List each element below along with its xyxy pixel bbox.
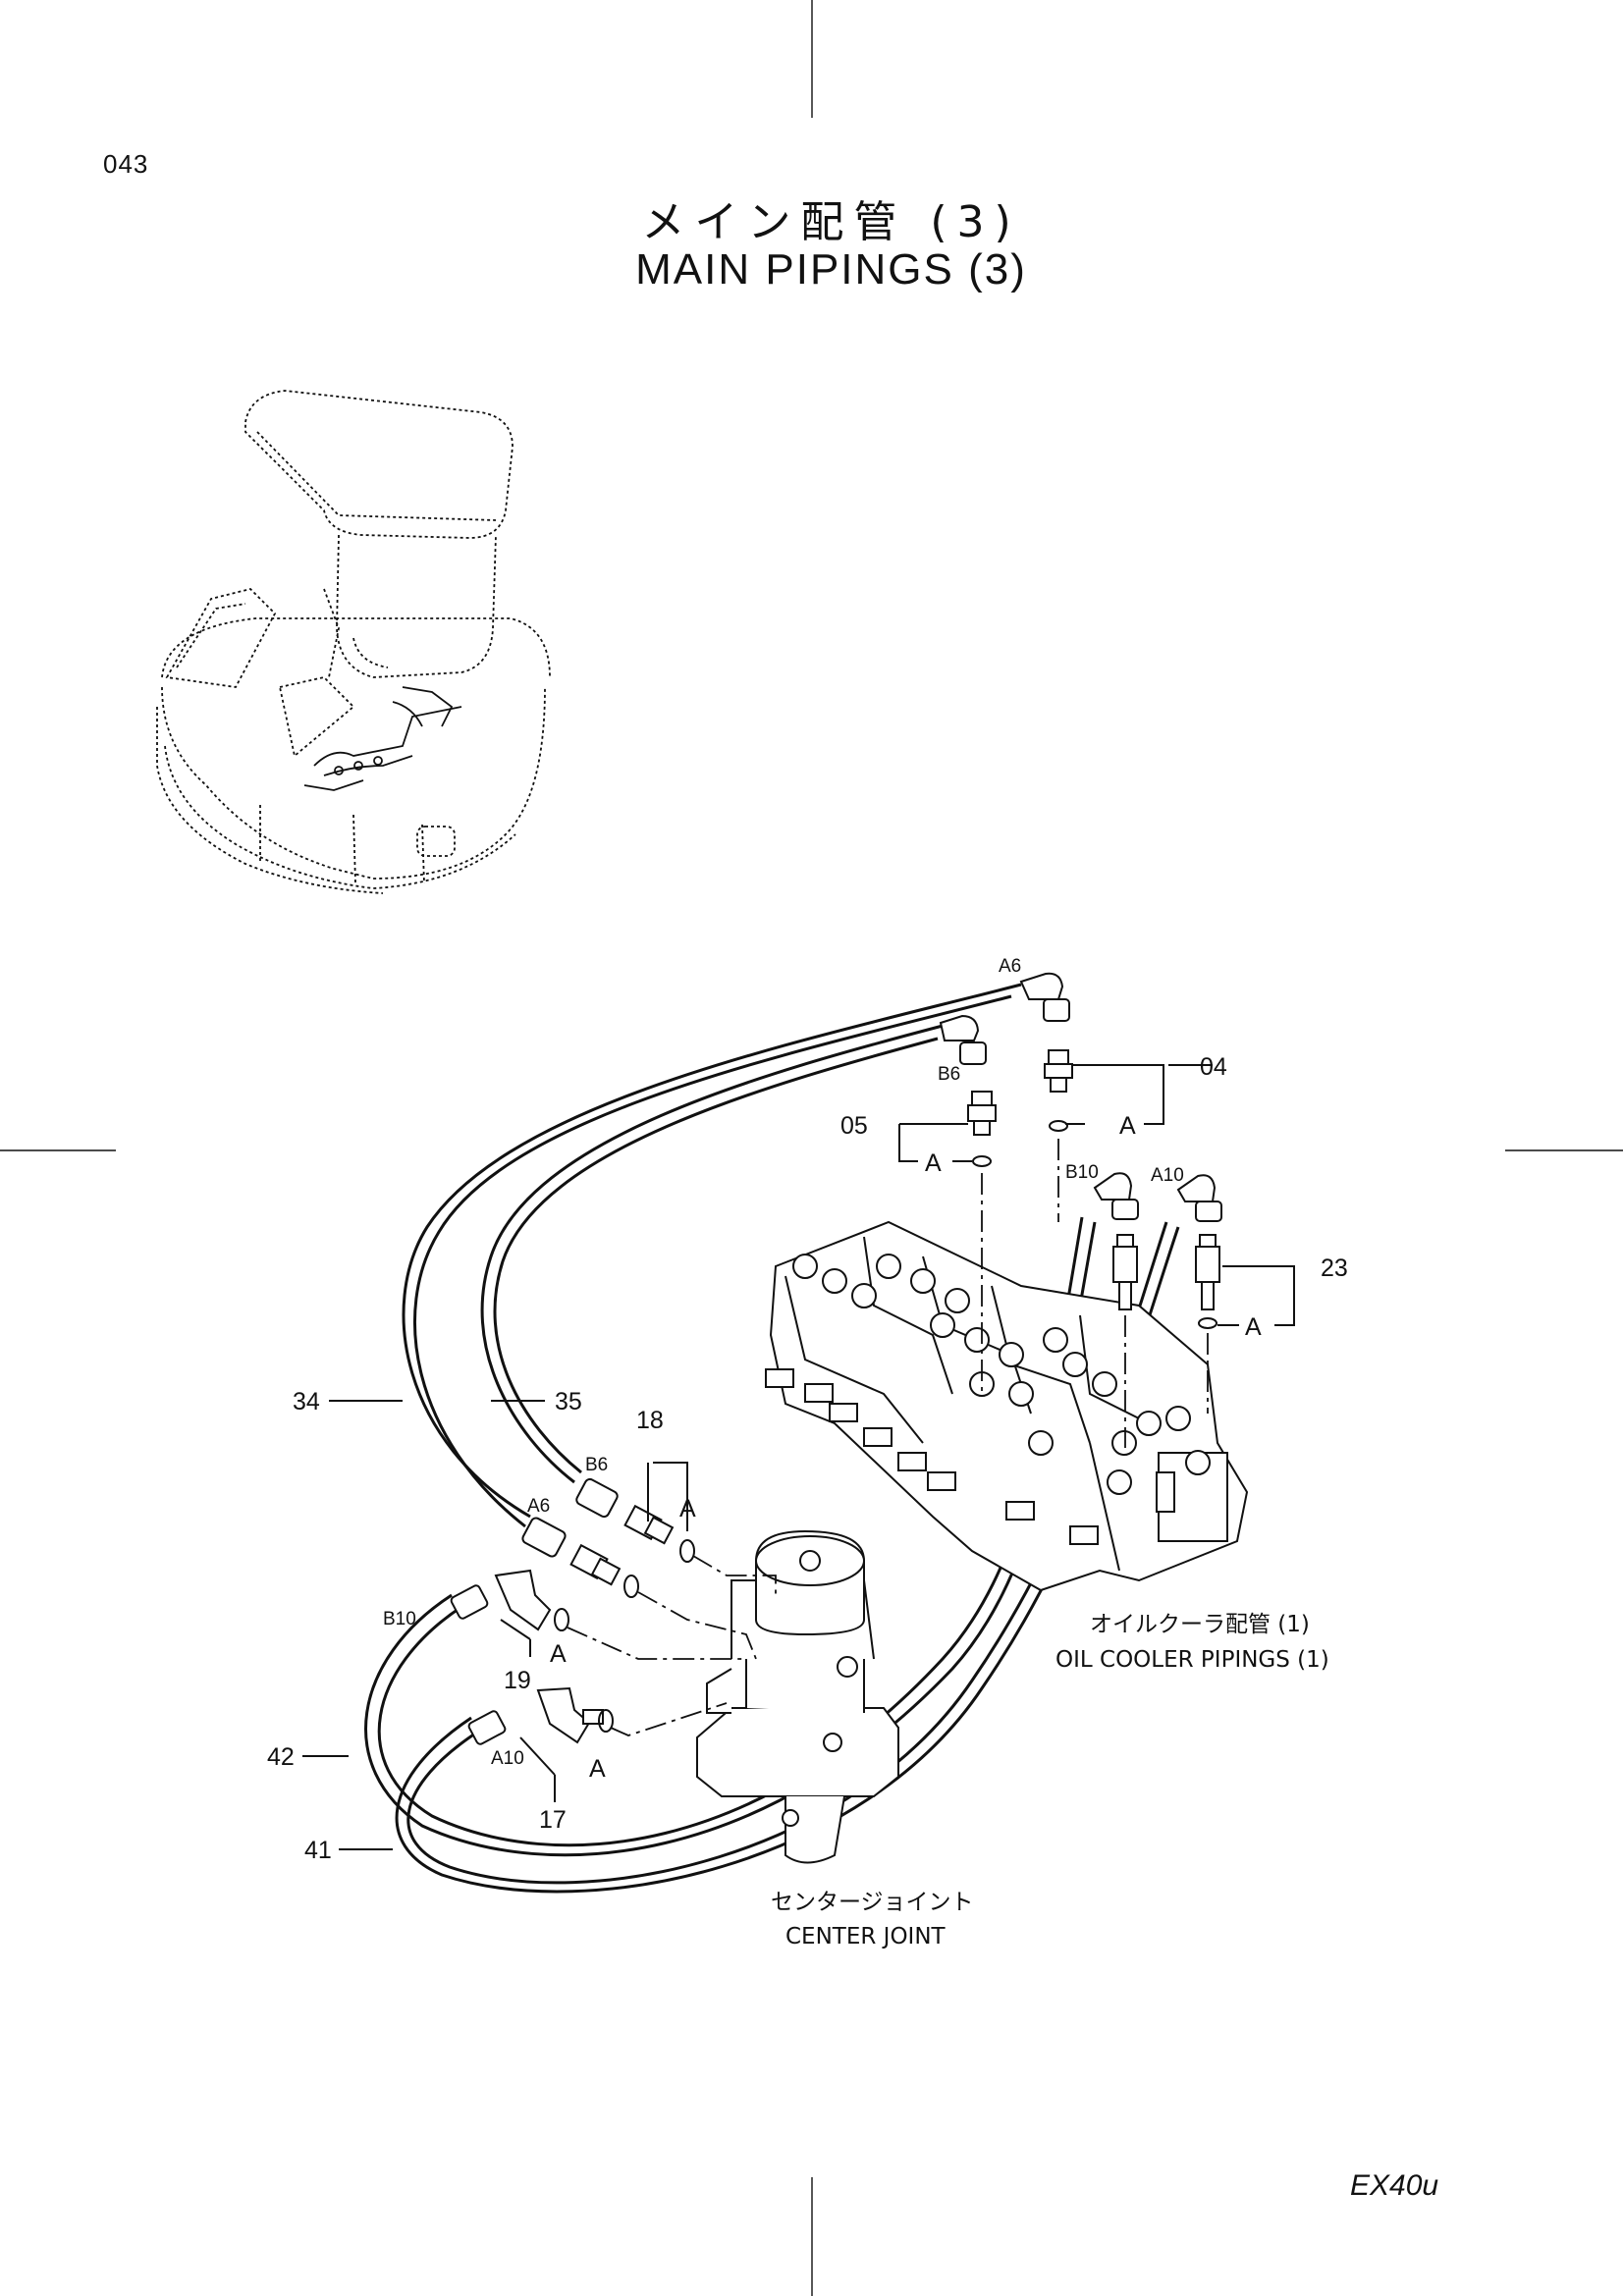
part-label-35: 35 <box>555 1388 582 1415</box>
part-label-41: 41 <box>304 1837 332 1864</box>
center-joint-caption-ja: センタージョイント <box>771 1890 974 1915</box>
detail-mark-a-18: A <box>679 1495 696 1522</box>
part-label-04: 04 <box>1200 1053 1227 1081</box>
model-code: EX40u <box>1350 2169 1439 2202</box>
hose-35 <box>480 1024 944 1484</box>
detail-mark-a-23: A <box>1245 1313 1262 1341</box>
connection-mark-b6-top: B6 <box>938 1064 960 1085</box>
hose-34 <box>402 983 1022 1528</box>
part-label-19: 19 <box>504 1667 531 1694</box>
connection-mark-b10-left: B10 <box>383 1609 416 1629</box>
page-number: 043 <box>103 149 149 179</box>
center-lines <box>567 1139 1209 1736</box>
center-joint <box>696 1529 899 1864</box>
detail-mark-a-05: A <box>925 1149 942 1177</box>
title-japanese: メイン配管 (3) <box>641 197 1021 247</box>
connection-mark-a10-bottom: A10 <box>491 1748 524 1769</box>
part-label-23: 23 <box>1321 1255 1348 1282</box>
title-english: MAIN PIPINGS (3) <box>635 245 1027 294</box>
detail-mark-a-17: A <box>589 1755 606 1783</box>
leader-lines <box>302 1064 1295 1850</box>
center-joint-caption-en: CENTER JOINT <box>785 1924 947 1949</box>
part-label-34: 34 <box>293 1388 320 1415</box>
machine-overview-illustration <box>156 390 551 894</box>
connection-mark-a10-top: A10 <box>1151 1165 1184 1186</box>
part-label-17: 17 <box>539 1806 567 1834</box>
oil-cooler-caption-ja: オイルクーラ配管 (1) <box>1090 1612 1310 1637</box>
fittings-lower <box>450 1477 695 1745</box>
fittings-top <box>939 972 1222 1329</box>
detail-mark-a-04: A <box>1119 1112 1136 1140</box>
connection-mark-b10-top: B10 <box>1065 1162 1099 1183</box>
control-valve <box>765 1220 1249 1592</box>
connection-mark-b6-mid: B6 <box>585 1455 608 1475</box>
part-label-42: 42 <box>267 1743 295 1771</box>
detail-mark-a-19: A <box>550 1640 567 1668</box>
connection-mark-a6-top: A6 <box>999 956 1021 977</box>
part-label-18: 18 <box>636 1407 664 1434</box>
part-label-05: 05 <box>840 1112 868 1140</box>
oil-cooler-caption-en: OIL COOLER PIPINGS (1) <box>1055 1647 1329 1673</box>
connection-mark-a6-mid: A6 <box>527 1496 550 1517</box>
